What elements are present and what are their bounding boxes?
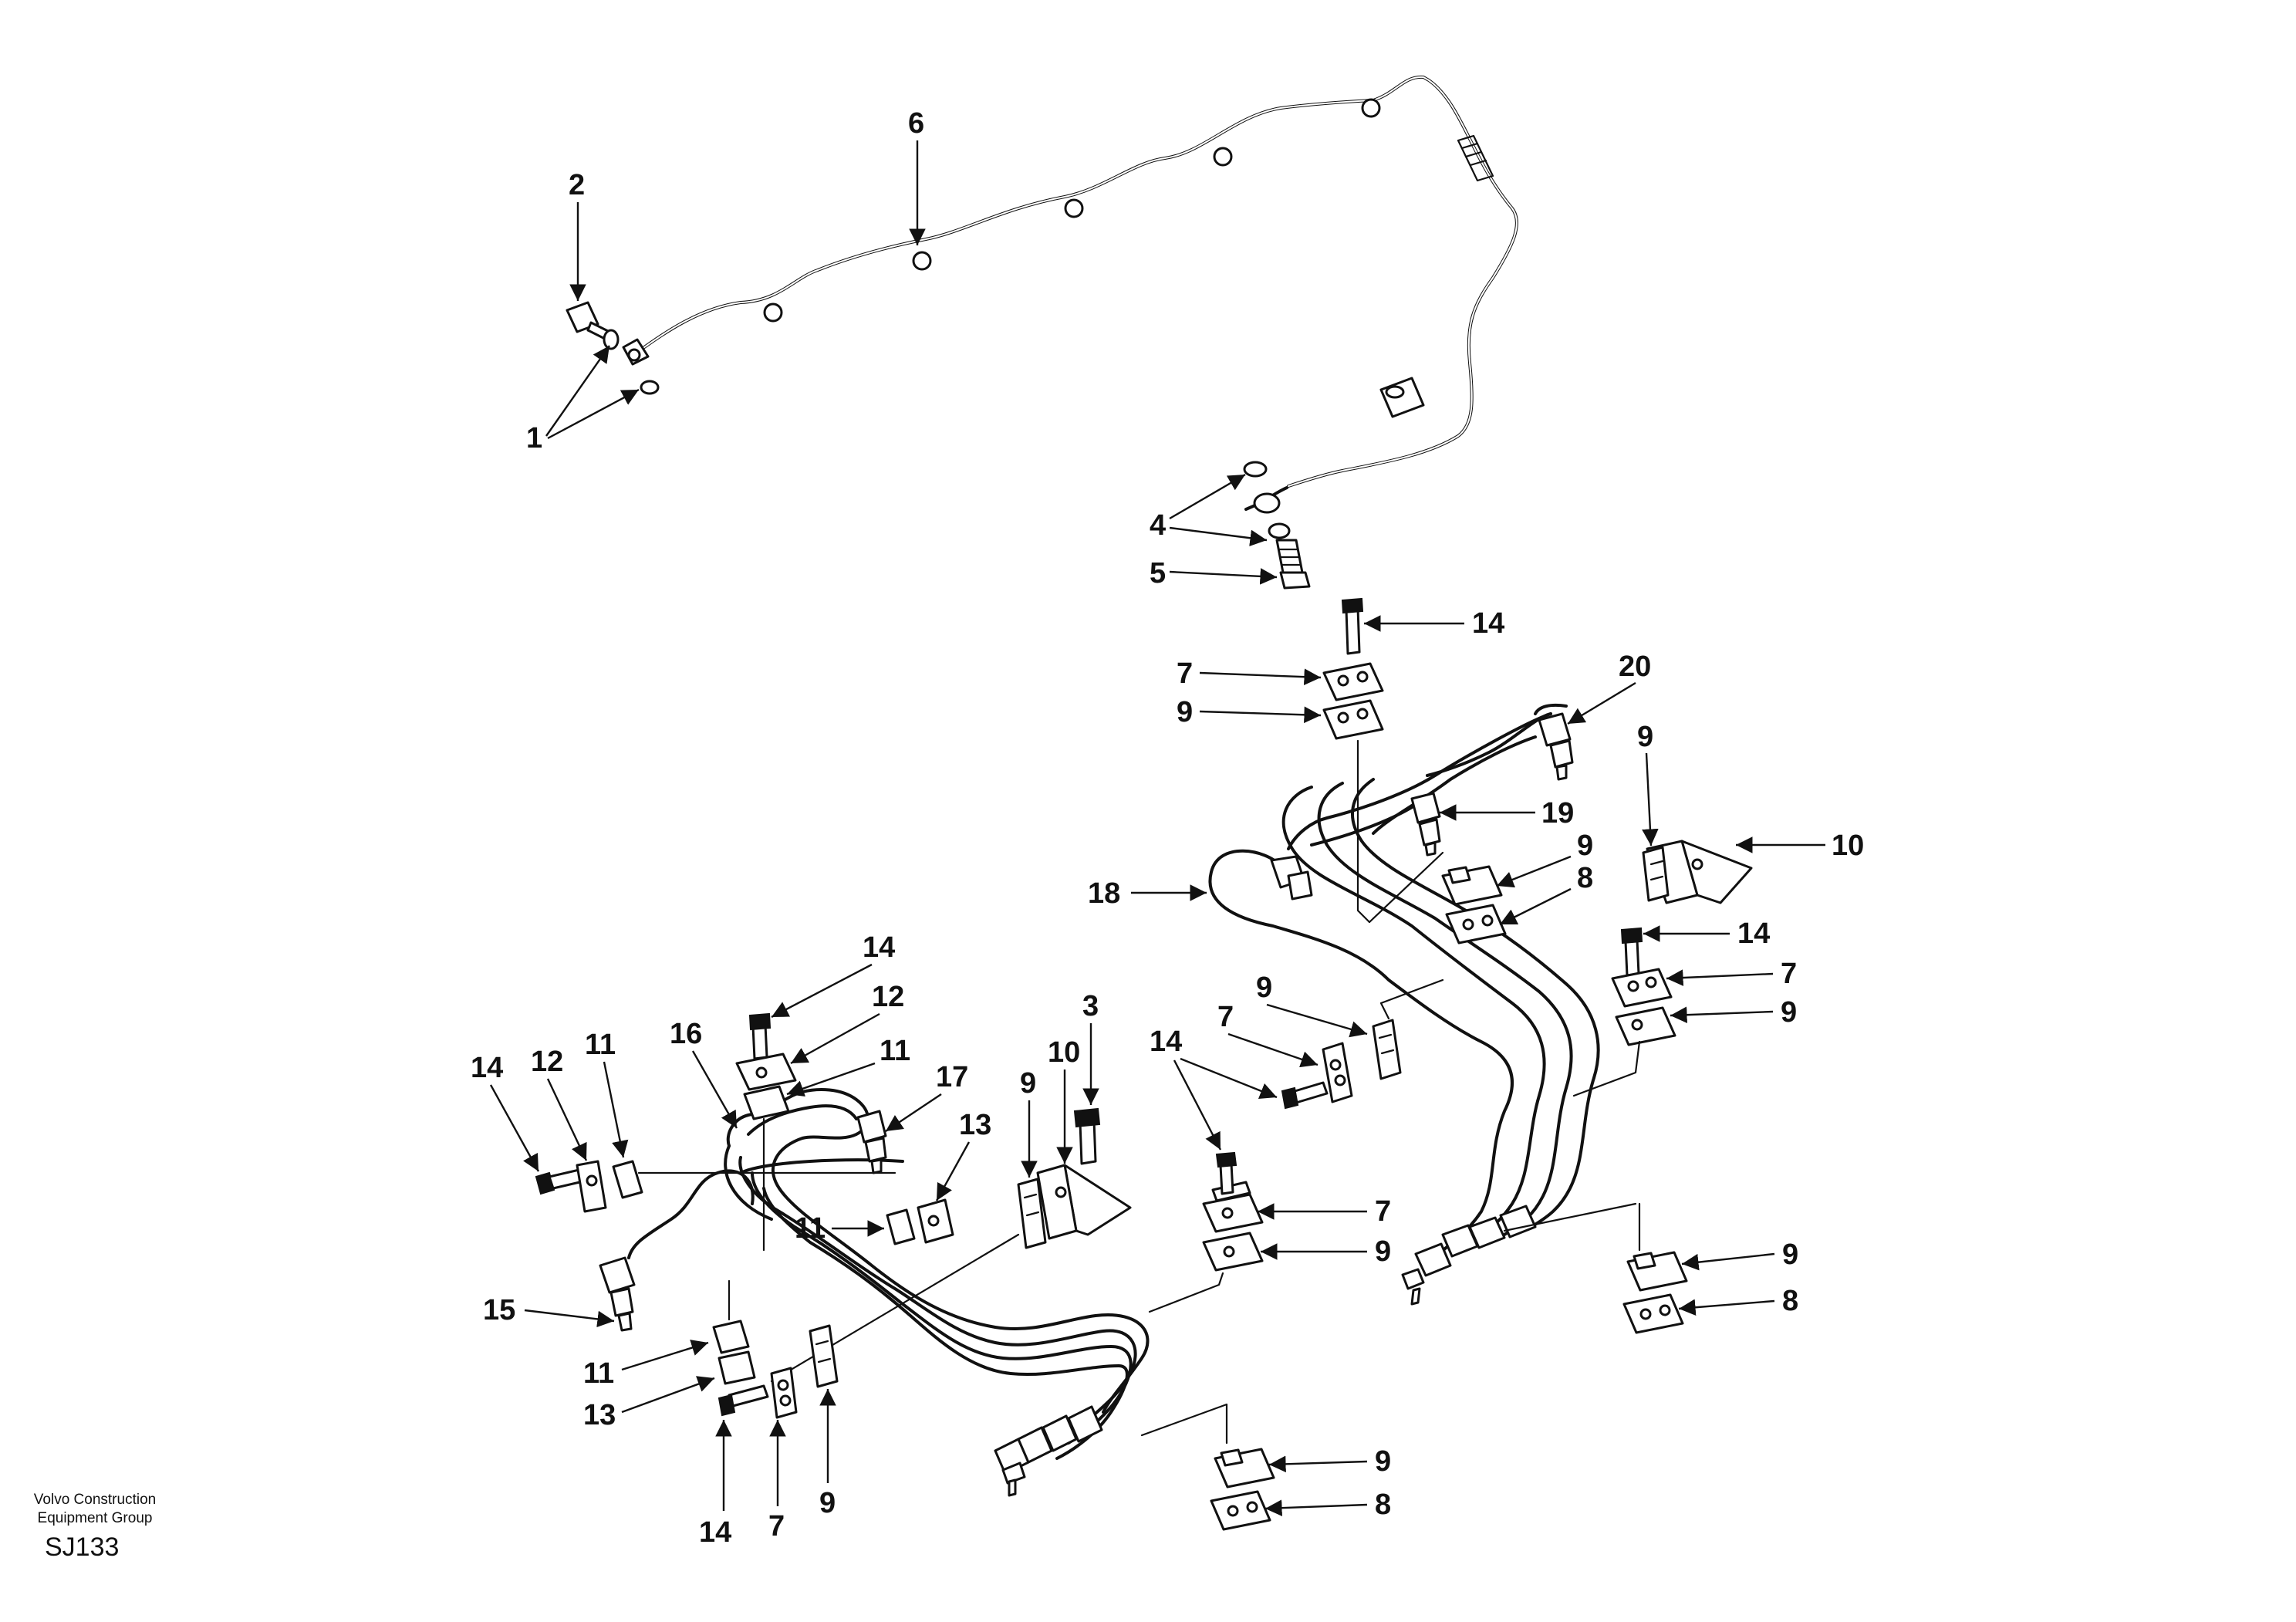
callout-11: 11 xyxy=(583,1357,614,1390)
callout-12: 12 xyxy=(872,981,904,1013)
callout-9: 9 xyxy=(1637,721,1653,753)
callout-7: 7 xyxy=(1781,958,1797,990)
callout-9: 9 xyxy=(1782,1238,1798,1271)
callout-7: 7 xyxy=(1217,1001,1234,1033)
callout-17: 17 xyxy=(936,1061,968,1093)
callout-8: 8 xyxy=(1782,1285,1798,1317)
callout-14: 14 xyxy=(1472,607,1504,640)
clamp xyxy=(1322,699,1384,740)
callout-14: 14 xyxy=(699,1516,731,1549)
callout-10: 10 xyxy=(1048,1036,1080,1069)
left-banjo-assembly xyxy=(566,301,660,395)
callout-14: 14 xyxy=(863,931,895,964)
sealing-washer xyxy=(603,329,620,350)
callout-11: 11 xyxy=(795,1212,826,1245)
clamp-plate xyxy=(1322,662,1384,701)
injector-connector-20 xyxy=(1538,712,1574,781)
callout-9: 9 xyxy=(1577,830,1593,862)
callout-8: 8 xyxy=(1577,862,1593,894)
pipe-clamps xyxy=(535,597,1753,1531)
callout-12: 12 xyxy=(531,1046,563,1078)
callout-3: 3 xyxy=(1082,990,1099,1022)
callout-11: 11 xyxy=(880,1035,910,1067)
diagram-code: SJ133 xyxy=(45,1532,120,1562)
callout-14: 14 xyxy=(471,1052,503,1084)
callout-9: 9 xyxy=(1256,972,1272,1004)
callout-7: 7 xyxy=(1177,657,1193,690)
sealing-washer xyxy=(1243,461,1268,478)
callout-10: 10 xyxy=(1832,830,1864,862)
callout-4: 4 xyxy=(1150,509,1166,542)
injector-nut xyxy=(994,1405,1103,1497)
injector-nut xyxy=(1401,1205,1537,1306)
callout-13: 13 xyxy=(583,1399,616,1431)
callout-9: 9 xyxy=(1020,1067,1036,1100)
callout-6: 6 xyxy=(908,107,924,140)
callout-9: 9 xyxy=(1781,996,1797,1029)
callout-5: 5 xyxy=(1150,557,1166,590)
callout-1: 1 xyxy=(526,422,542,454)
callout-20: 20 xyxy=(1619,650,1651,683)
callout-15: 15 xyxy=(483,1294,515,1326)
callout-9: 9 xyxy=(1375,1445,1391,1478)
banjo-bolt-head xyxy=(1279,571,1311,590)
callout-14: 14 xyxy=(1150,1026,1182,1058)
publisher-line-1: Volvo Construction xyxy=(33,1492,157,1508)
leak-off-connector xyxy=(763,98,1381,323)
callout-9: 9 xyxy=(1375,1235,1391,1268)
callout-16: 16 xyxy=(670,1018,702,1050)
leak-off-return-pipe xyxy=(630,75,1518,488)
injector-connector-19 xyxy=(1410,792,1441,857)
right-banjo-assembly xyxy=(1243,461,1311,590)
callout-13: 13 xyxy=(959,1109,991,1141)
banjo-fitting xyxy=(1253,492,1281,514)
callout-8: 8 xyxy=(1375,1489,1391,1521)
injection-pipe-bundle-right xyxy=(1208,703,1600,1306)
callout-7: 7 xyxy=(768,1510,785,1543)
sealing-washer xyxy=(1268,522,1291,539)
injector-connector-17 xyxy=(856,1110,887,1174)
callout-11: 11 xyxy=(585,1029,616,1061)
callout-7: 7 xyxy=(1375,1195,1391,1228)
callout-19: 19 xyxy=(1541,797,1574,830)
callout-2: 2 xyxy=(569,169,585,201)
callout-9: 9 xyxy=(819,1487,836,1519)
bolt xyxy=(1345,607,1361,655)
callout-18: 18 xyxy=(1088,877,1120,910)
clamp xyxy=(1642,846,1670,902)
sealing-washer xyxy=(640,380,660,395)
injection-pipe-bundle-left xyxy=(599,1088,1150,1497)
callout-9: 9 xyxy=(1177,696,1193,728)
publisher-line-2: Equipment Group xyxy=(37,1510,153,1526)
callout-14: 14 xyxy=(1737,917,1770,950)
publisher-label: Volvo Construction Equipment Group xyxy=(14,1491,176,1528)
callouts: 1 2 6 4 5 14 7 9 20 19 9 10 xyxy=(471,107,1864,1549)
injector-connector-15 xyxy=(599,1256,636,1332)
